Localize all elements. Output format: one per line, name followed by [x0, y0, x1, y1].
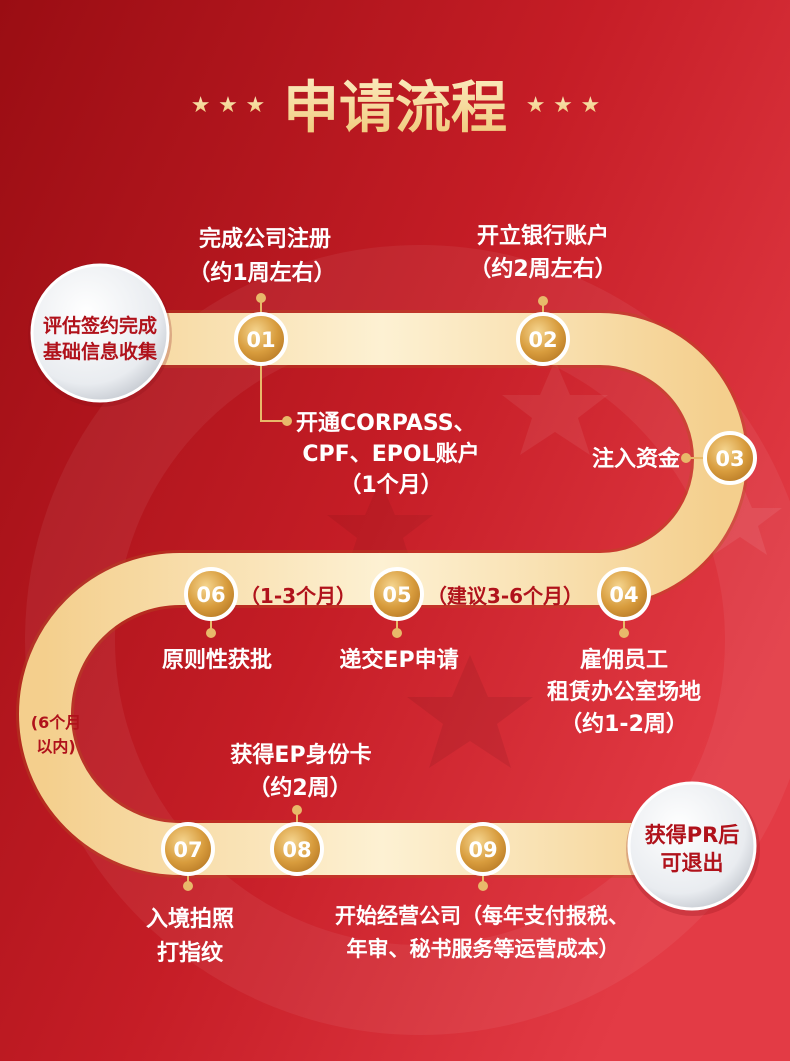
step-09-label-line2: 年审、秘书服务等运营成本） — [347, 937, 620, 961]
step-03-label: 注入资金 — [592, 446, 681, 472]
step-05-label: 递交EP申请 — [339, 647, 458, 673]
step-05-side-note: （建议3-6个月） — [427, 584, 583, 608]
step-number: 07 — [173, 838, 202, 862]
step-04-duration: （约1-2周） — [560, 711, 688, 737]
curve-note-line2: 以内) — [36, 737, 75, 756]
step-badge-06: 06 — [184, 567, 238, 621]
step-number: 02 — [528, 328, 557, 352]
stars-left: ★ ★ ★ — [191, 93, 266, 118]
end-node-line2: 可退出 — [661, 851, 724, 875]
step-number: 09 — [468, 838, 497, 862]
step-badge-02: 02 — [516, 312, 570, 366]
stars-right: ★ ★ ★ — [526, 93, 601, 118]
page-title: 申请流程 — [283, 76, 507, 141]
step-number: 06 — [196, 583, 225, 607]
step-number: 04 — [609, 583, 638, 607]
step-07-label-line2: 打指纹 — [157, 940, 224, 966]
start-node-line1: 评估签约完成 — [43, 314, 157, 337]
step-04-label-line2: 租赁办公室场地 — [547, 679, 701, 705]
step-number: 01 — [246, 328, 275, 352]
branch-note-line1: 开通CORPASS、 — [296, 411, 476, 436]
end-node: 获得PR后 可退出 — [626, 781, 760, 916]
step-number: 08 — [282, 838, 311, 862]
process-path-fill — [19, 313, 746, 875]
step-06-label: 原则性获批 — [162, 648, 272, 673]
step-01-duration: （约1周左右） — [188, 260, 335, 286]
bg-star-decor — [327, 480, 433, 575]
end-node-line1: 获得PR后 — [645, 823, 740, 847]
curve-note-line1: (6个月 — [31, 713, 81, 732]
step-badge-09: 09 — [456, 822, 510, 876]
step-09-label-line1: 开始经营公司（每年支付报税、 — [335, 904, 629, 928]
step-02-label: 开立银行账户 — [477, 223, 609, 249]
branch-note-line3: （1个月） — [339, 473, 442, 498]
step-07-label-line1: 入境拍照 — [146, 906, 234, 932]
step-number: 03 — [715, 447, 744, 471]
step-badge-03: 03 — [703, 431, 757, 485]
step-02-duration: （约2周左右） — [469, 256, 616, 282]
step-number: 05 — [382, 583, 411, 607]
step-badge-04: 04 — [597, 567, 651, 621]
branch-note-line2: CPF、EPOL账户 — [302, 441, 479, 467]
step-08-duration: （约2周） — [248, 775, 351, 801]
step-badge-07: 07 — [161, 822, 215, 876]
bg-star-decor — [502, 360, 608, 455]
start-node-line2: 基础信息收集 — [42, 340, 158, 363]
step-badge-08: 08 — [270, 822, 324, 876]
start-node: 评估签约完成 基础信息收集 — [28, 263, 172, 407]
step-badge-01: 01 — [234, 312, 288, 366]
step-08-label: 获得EP身份卡 — [230, 742, 371, 768]
step-06-side-note: （1-3个月） — [240, 584, 356, 608]
step-badge-05: 05 — [370, 567, 424, 621]
step-01-label: 完成公司注册 — [199, 226, 331, 252]
step-04-label-line1: 雇佣员工 — [580, 647, 668, 673]
bg-star-decor — [407, 655, 533, 768]
